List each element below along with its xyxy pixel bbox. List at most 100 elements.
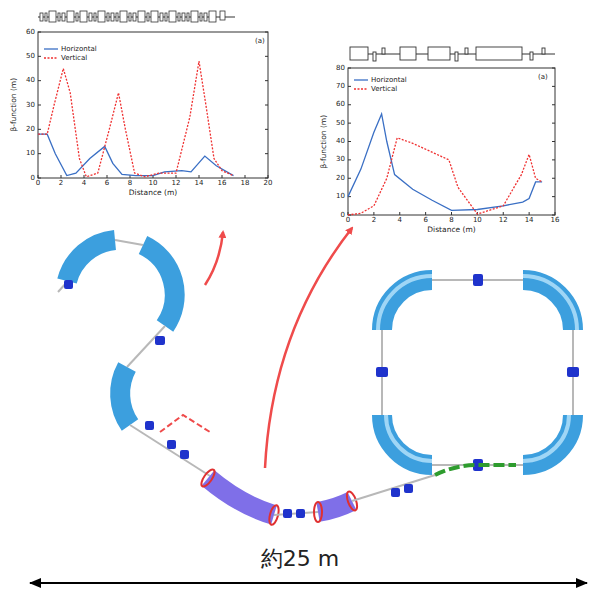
legend-sample — [354, 88, 368, 89]
panel-label: (a) — [538, 74, 548, 81]
tick-mark — [38, 105, 41, 106]
transport-line — [58, 240, 516, 526]
lattice-element — [107, 13, 109, 21]
axis-title: Distance (m) — [129, 189, 177, 197]
callout-arrow — [265, 228, 352, 468]
tick-mark — [265, 129, 268, 130]
horizontal-curve — [348, 114, 542, 210]
tick-mark — [348, 68, 351, 69]
vertical-curve — [348, 138, 542, 215]
tick-mark — [552, 178, 555, 179]
magnet-end — [314, 502, 322, 522]
tick-label: 20 — [336, 175, 345, 182]
tick-mark — [265, 105, 268, 106]
lattice-element — [89, 13, 92, 21]
tick-label: 10 — [26, 150, 35, 157]
lattice-element — [67, 11, 74, 22]
tick-mark — [503, 212, 504, 215]
tick-label: 4 — [82, 180, 86, 187]
tick-label: 20 — [26, 126, 35, 133]
lattice-element — [220, 11, 225, 20]
lattice-element — [400, 47, 416, 60]
tick-label: 20 — [264, 180, 273, 187]
magnet-end — [199, 468, 217, 489]
tick-label: 16 — [551, 217, 560, 224]
tick-mark — [451, 212, 452, 215]
tick-mark — [265, 32, 268, 33]
magnet-highlight — [386, 415, 432, 461]
tick-mark — [552, 159, 555, 160]
tick-mark — [348, 159, 351, 160]
lattice-element — [187, 13, 189, 21]
injection-line — [435, 465, 516, 475]
bend-magnet — [208, 478, 274, 515]
tick-label: 10 — [473, 217, 482, 224]
lattice-element — [542, 48, 545, 54]
tick-label: 70 — [336, 83, 345, 90]
legend-text: Vertical — [61, 55, 87, 62]
tick-mark — [38, 56, 41, 57]
bend-magnet — [382, 415, 432, 465]
tick-label: 12 — [499, 217, 508, 224]
lattice-element — [62, 13, 65, 21]
callout-arrow — [205, 232, 223, 285]
lattice-element — [350, 47, 368, 60]
tick-mark — [245, 175, 246, 178]
tick-label: 0 — [31, 175, 35, 182]
drift-line — [352, 475, 435, 501]
tick-mark — [399, 212, 400, 215]
tick-label: 80 — [336, 65, 345, 72]
bend-magnet — [143, 245, 175, 326]
quadrupole — [296, 509, 305, 518]
quadrupole — [167, 440, 176, 449]
tick-label: 10 — [149, 180, 158, 187]
bend-magnet — [523, 415, 573, 465]
tick-mark — [552, 196, 555, 197]
panel-label: (a) — [255, 38, 265, 45]
legend-text: Vertical — [371, 86, 397, 93]
bend-magnet — [523, 280, 573, 330]
tick-label: 40 — [26, 77, 35, 84]
tick-mark — [348, 86, 351, 87]
lattice-element — [160, 13, 163, 21]
lattice-element — [111, 13, 114, 21]
tick-mark — [265, 80, 268, 81]
lattice-element — [40, 13, 43, 21]
tick-label: 50 — [336, 120, 345, 127]
tick-label: 10 — [336, 193, 345, 200]
tick-label: 12 — [172, 180, 181, 187]
tick-label: 0 — [346, 217, 350, 224]
lattice-element — [204, 13, 207, 21]
lattice-element — [169, 11, 176, 22]
quadrupole — [391, 488, 400, 497]
lattice-element — [209, 11, 216, 22]
lattice-element — [45, 13, 47, 21]
tick-label: 0 — [341, 212, 345, 219]
lattice-element — [428, 47, 450, 60]
lattice-element — [49, 11, 56, 22]
tick-label: 40 — [336, 138, 345, 145]
quadrupole — [473, 274, 483, 286]
tick-mark — [552, 123, 555, 124]
lattice-element — [76, 13, 78, 21]
bend-magnet — [120, 367, 130, 425]
legend-text: Horizontal — [61, 46, 97, 53]
tick-label: 16 — [218, 180, 227, 187]
tick-mark — [199, 175, 200, 178]
tick-mark — [373, 212, 374, 215]
magnet-highlight — [378, 276, 432, 330]
tick-mark — [348, 123, 351, 124]
tick-label: 30 — [336, 156, 345, 163]
storage-ring — [376, 274, 579, 471]
tick-label: 2 — [372, 217, 376, 224]
tick-mark — [529, 212, 530, 215]
tick-mark — [176, 175, 177, 178]
tick-mark — [38, 129, 41, 130]
tick-mark — [38, 32, 41, 33]
lattice-element — [465, 48, 468, 54]
quadrupole — [64, 280, 73, 289]
tick-label: 4 — [398, 217, 402, 224]
legend-sample — [44, 48, 58, 49]
tick-mark — [222, 175, 223, 178]
